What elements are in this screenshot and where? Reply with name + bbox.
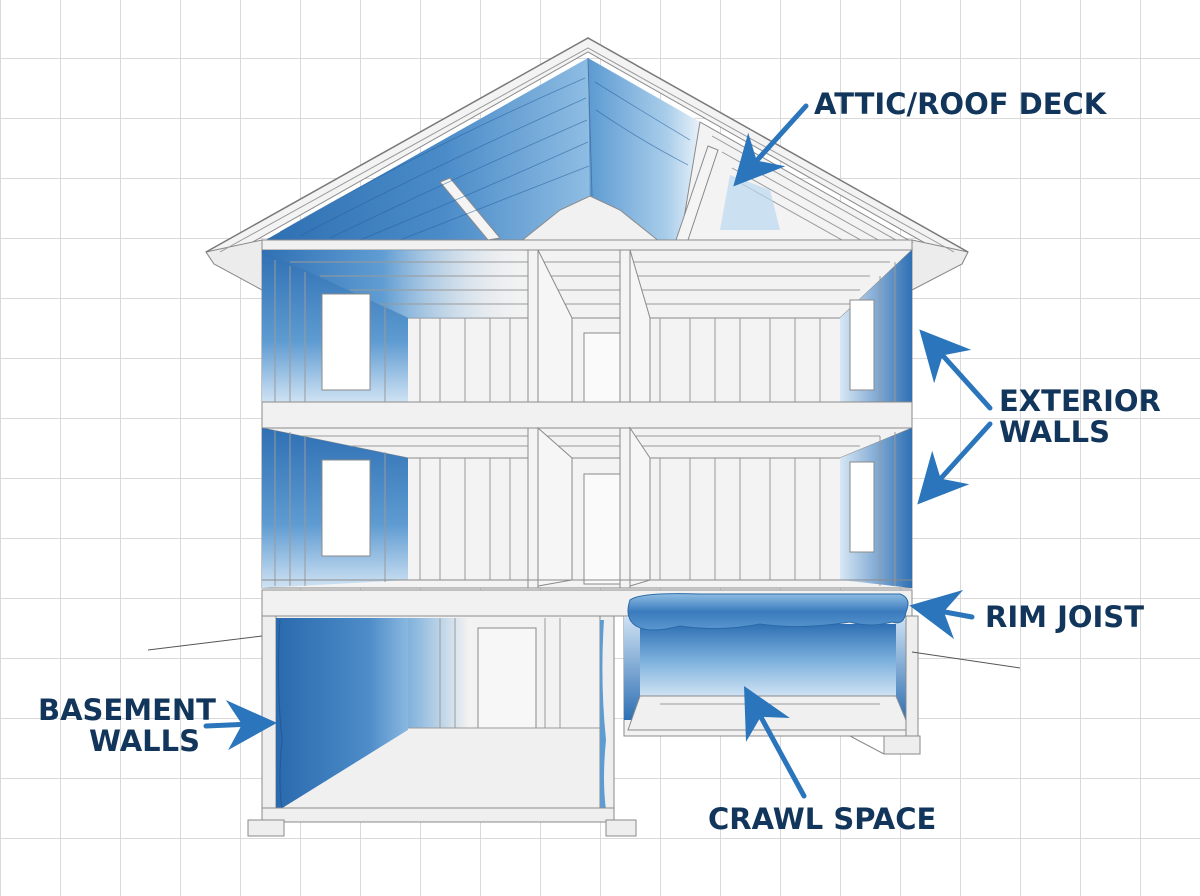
label-exterior-walls: EXTERIOR WALLS [999, 386, 1161, 448]
label-exterior-line2: WALLS [999, 415, 1110, 449]
basement [247, 615, 637, 837]
label-basement-line1: BASEMENT [38, 693, 216, 727]
rim-joist-insulation [627, 593, 909, 631]
arrow-rim-joist [909, 589, 975, 640]
lower-floor [261, 426, 913, 589]
arrow-crawl [744, 686, 807, 799]
arrow-attic [733, 103, 809, 187]
label-basement-line2: WALLS [89, 724, 200, 758]
label-crawl-space: CRAWL SPACE [708, 802, 937, 836]
arrow-exterior-upper [919, 329, 993, 411]
reference-line-right [911, 651, 1021, 669]
label-rim-joist: RIM JOIST [985, 600, 1144, 634]
label-basement-walls: BASEMENT WALLS [38, 693, 216, 758]
reference-line-left [147, 635, 263, 651]
arrow-basement [203, 700, 277, 751]
label-attic-roof-deck: ATTIC/ROOF DECK [814, 87, 1107, 121]
floor-band-upper [261, 401, 913, 429]
arrow-exterior-lower [917, 421, 993, 505]
label-exterior-line1: EXTERIOR [999, 384, 1161, 418]
upper-floor [261, 239, 914, 403]
